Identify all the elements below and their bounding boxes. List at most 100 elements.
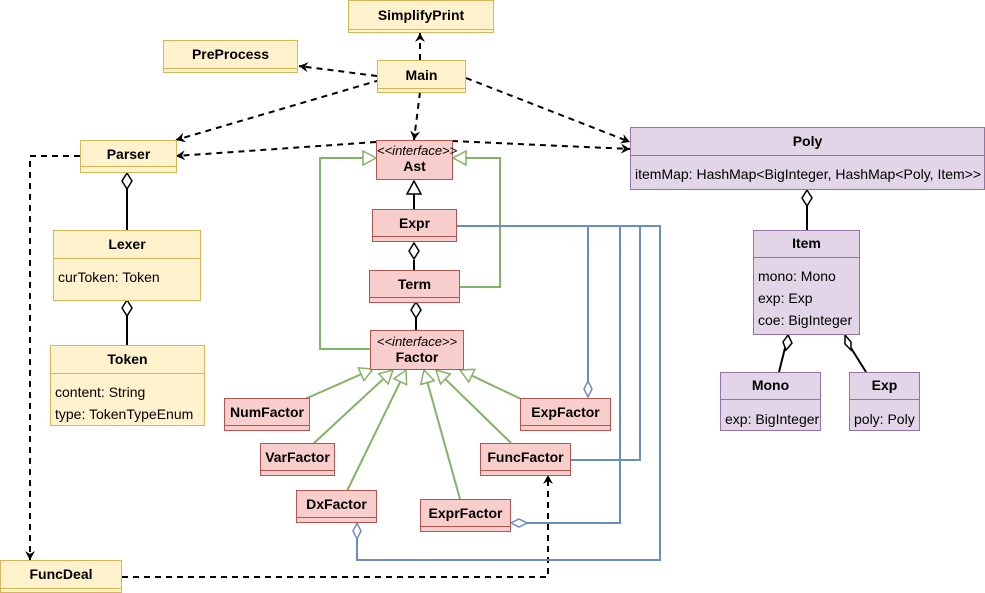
field-list: poly: Poly	[854, 408, 917, 430]
class-main[interactable]: Main	[377, 60, 466, 93]
divider	[850, 399, 919, 400]
field-list: content: String type: TokenTypeEnum	[55, 381, 202, 425]
aggregation-links	[126, 188, 867, 373]
class-name: Ast	[403, 158, 426, 174]
field-list: exp: BigInteger	[725, 408, 820, 430]
field-list: mono: Mono exp: Exp coe: BigInteger	[758, 265, 857, 331]
class-name: Item	[792, 235, 821, 251]
divider	[51, 373, 204, 374]
field: type: TokenTypeEnum	[55, 406, 194, 422]
agg-funcfactor-expr	[571, 226, 641, 461]
divider	[1, 588, 121, 589]
stereotype: <<interface>>	[376, 334, 458, 349]
class-name: PreProcess	[191, 46, 270, 62]
dep-main-parser	[175, 79, 381, 143]
field-list: itemMap: HashMap<BigInteger, HashMap<Pol…	[635, 163, 982, 185]
class-name: NumFactor	[230, 404, 304, 420]
class-token[interactable]: Token content: String type: TokenTypeEnu…	[50, 345, 205, 426]
class-name: Lexer	[108, 236, 146, 252]
dep-parser-funcdeal	[25, 155, 80, 560]
field: mono: Mono	[758, 268, 836, 284]
aggregation-diamonds	[121, 171, 852, 352]
inherit-exprfactor	[424, 370, 461, 500]
divider	[54, 258, 200, 259]
class-name: Expr	[398, 215, 431, 231]
class-funcdeal[interactable]: FuncDeal	[0, 560, 122, 593]
class-name: Mono	[751, 377, 790, 393]
diamond-lexer	[121, 298, 133, 318]
class-name: VarFactor	[265, 449, 330, 465]
divider	[631, 155, 984, 156]
divider	[378, 88, 465, 89]
divider	[297, 517, 376, 518]
field: exp: Exp	[758, 290, 813, 306]
class-parser[interactable]: Parser	[80, 140, 177, 173]
class-name: ExprFactor	[428, 505, 503, 521]
class-lexer[interactable]: Lexer curToken: Token	[53, 230, 201, 301]
factor-aggregation-links	[356, 225, 661, 561]
inherit-dxfactor	[346, 370, 406, 492]
class-name: Poly	[792, 133, 823, 149]
diamond-item-exp	[844, 332, 852, 352]
divider	[373, 236, 456, 237]
class-name: Factor	[395, 349, 439, 365]
agg-expfactor-expr	[457, 225, 589, 381]
class-header: <<interface>> Factor	[371, 334, 463, 365]
dep-main-ast	[410, 91, 421, 141]
diamond-expr	[408, 241, 420, 261]
class-term[interactable]: Term	[369, 270, 460, 303]
class-name: Main	[405, 67, 438, 83]
class-dxfactor[interactable]: DxFactor	[296, 490, 377, 523]
class-numfactor[interactable]: NumFactor	[224, 398, 310, 431]
class-varfactor[interactable]: VarFactor	[260, 443, 335, 476]
class-mono[interactable]: Mono exp: BigInteger	[720, 372, 821, 431]
class-ast[interactable]: <<interface>> Ast	[376, 140, 458, 180]
diamond-term	[410, 300, 422, 320]
field: curToken: Token	[58, 269, 160, 285]
class-item[interactable]: Item mono: Mono exp: Exp coe: BigInteger	[753, 230, 860, 335]
class-name: Term	[397, 276, 432, 292]
class-funcfactor[interactable]: FuncFactor	[480, 443, 571, 476]
factor-aggregation-diamonds	[352, 379, 593, 541]
field: coe: BigInteger	[758, 312, 853, 328]
field: exp: BigInteger	[725, 411, 820, 427]
class-name: DxFactor	[306, 496, 367, 512]
divider	[225, 425, 309, 426]
dep-ast-poly	[451, 140, 631, 154]
inherit-varfactor	[312, 370, 393, 445]
divider	[754, 257, 859, 258]
divider	[261, 470, 334, 471]
dep-main-preprocess	[298, 62, 378, 77]
stereotype: <<interface>>	[377, 143, 458, 158]
class-exprfactor[interactable]: ExprFactor	[420, 499, 511, 532]
agg-item-mono	[778, 347, 786, 373]
agg-item-exp	[850, 347, 867, 373]
divider	[164, 68, 297, 69]
inherit-numfactor	[304, 369, 373, 400]
diamond-exprfactor	[509, 518, 529, 528]
agg-exprfactor-expr	[526, 226, 621, 524]
class-expfactor[interactable]: ExpFactor	[520, 398, 611, 431]
class-exp[interactable]: Exp poly: Poly	[849, 372, 920, 431]
divider	[521, 425, 610, 426]
class-name: FuncFactor	[487, 449, 564, 465]
field: itemMap: HashMap<BigInteger, HashMap<Pol…	[635, 166, 982, 182]
class-factor[interactable]: <<interface>> Factor	[370, 330, 464, 370]
diamond-poly	[801, 188, 813, 208]
field-list: curToken: Token	[58, 266, 198, 288]
inherit-funcfactor	[436, 370, 512, 444]
divider	[721, 399, 820, 400]
diamond-parser	[121, 171, 133, 191]
dep-ast-parser	[175, 141, 377, 161]
class-poly[interactable]: Poly itemMap: HashMap<BigInteger, HashMa…	[630, 127, 985, 190]
class-expr[interactable]: Expr	[372, 209, 457, 242]
diamond-dxfactor	[352, 521, 362, 541]
class-name: Exp	[871, 377, 898, 393]
class-simplifyprint[interactable]: SimplifyPrint	[348, 0, 494, 33]
dep-main-poly	[465, 77, 631, 144]
class-preprocess[interactable]: PreProcess	[163, 40, 298, 73]
inherit-term-ast	[453, 158, 501, 288]
class-name: Parser	[106, 146, 151, 162]
diamond-expfactor	[583, 379, 593, 399]
